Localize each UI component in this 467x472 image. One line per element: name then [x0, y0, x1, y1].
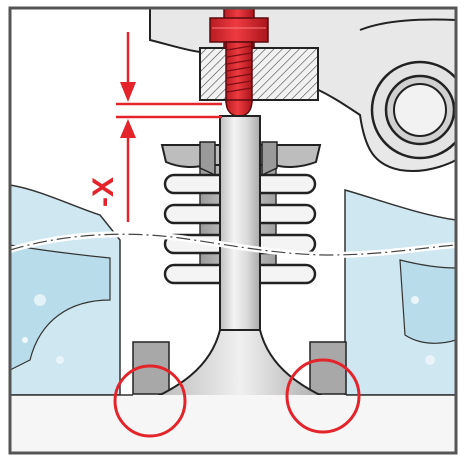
- clearance-dimension: [116, 32, 222, 222]
- combustion-chamber: [10, 395, 456, 453]
- inspection-circle-right: [285, 358, 361, 434]
- adjuster-section: [199, 47, 319, 101]
- inspection-circle-left: [113, 364, 187, 438]
- adjusting-screw: [209, 8, 269, 117]
- clearance-label: -X: [87, 177, 120, 207]
- diagram-frame: [8, 6, 458, 455]
- valve-seat-right: [309, 341, 347, 395]
